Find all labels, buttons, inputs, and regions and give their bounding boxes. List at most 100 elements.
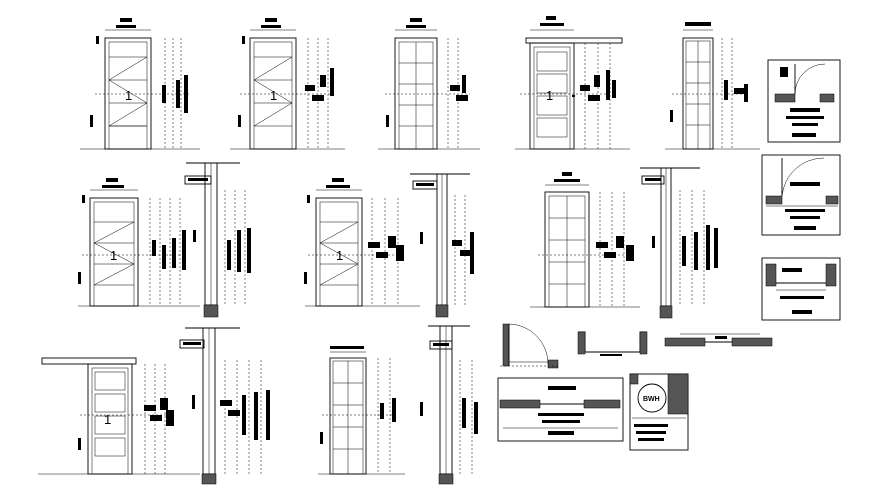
dimension-tag xyxy=(172,238,176,268)
dimension-tag xyxy=(78,438,81,450)
dimension-tag xyxy=(785,209,825,212)
dimension-tag xyxy=(596,242,608,248)
dimension-tag xyxy=(786,116,824,119)
dimension-tag xyxy=(188,178,208,181)
dimension-tag xyxy=(638,438,664,441)
door-elevation-11: 1 xyxy=(38,357,200,475)
door-frame-plan xyxy=(577,331,648,356)
dimension-tag xyxy=(792,123,818,126)
dimension-tag xyxy=(588,95,600,101)
dimension-tag xyxy=(312,95,324,101)
dimension-tag xyxy=(548,386,576,390)
dimension-tag xyxy=(152,240,156,256)
dimension-tag xyxy=(685,22,711,26)
dimension-tag xyxy=(416,183,434,186)
dimension-tag xyxy=(612,80,616,98)
door-number-label: 1 xyxy=(104,412,111,427)
door-number-label: 1 xyxy=(125,88,132,103)
dimension-tag xyxy=(546,16,556,20)
bwh-fixture-circle xyxy=(637,383,667,413)
dimension-tag xyxy=(706,225,710,270)
door-plan-detail-b xyxy=(761,154,841,236)
door-elevation-6: 1 xyxy=(78,178,200,307)
dimension-tag xyxy=(326,185,350,188)
door-elevation-3 xyxy=(378,18,480,150)
dimension-tag xyxy=(554,179,580,182)
dimension-tag xyxy=(150,415,162,421)
door-elevation-8 xyxy=(530,172,640,308)
dimension-tag xyxy=(420,402,423,416)
dimension-tag xyxy=(420,232,423,244)
dimension-tag xyxy=(548,431,574,435)
dimension-tag xyxy=(120,18,132,22)
door-number-label: 1 xyxy=(270,88,277,103)
dimension-tag xyxy=(780,67,788,77)
dimension-tag xyxy=(254,392,258,440)
dimension-tag xyxy=(261,25,281,28)
dimension-tag xyxy=(184,75,188,113)
dimension-tag xyxy=(782,268,802,272)
dimension-tag xyxy=(456,95,468,101)
dimension-tag xyxy=(78,272,81,284)
dimension-tag xyxy=(538,413,584,416)
dimension-tag xyxy=(604,252,616,258)
dimension-tag xyxy=(462,398,466,428)
dimension-tag xyxy=(305,85,315,91)
door-number-label: 1 xyxy=(546,88,553,103)
dimension-tag xyxy=(470,232,474,274)
dimension-tag xyxy=(616,236,624,248)
dimension-tag xyxy=(540,23,564,26)
dimension-tag xyxy=(460,250,470,256)
dimension-tag xyxy=(645,178,661,181)
dimension-tag xyxy=(144,405,156,411)
wall-section-3 xyxy=(640,167,718,319)
dimension-tag xyxy=(406,25,426,28)
door-elevation-2: 1 xyxy=(230,18,345,150)
dimension-tag xyxy=(242,395,246,435)
dimension-tag xyxy=(237,230,241,272)
dimension-tag xyxy=(636,431,666,434)
door-elevation-1: 1 xyxy=(80,18,200,150)
dimension-tag xyxy=(580,85,590,91)
dimension-tag xyxy=(694,232,698,270)
dimension-tag xyxy=(160,398,168,410)
door-elevation-12 xyxy=(318,346,405,475)
door-plan-detail-c xyxy=(761,257,841,321)
dimension-tag xyxy=(794,226,816,230)
dimension-tag xyxy=(238,115,241,127)
dimension-tag xyxy=(116,25,136,28)
dimension-tag xyxy=(162,85,166,103)
dimension-tag xyxy=(247,228,251,273)
dimension-tag xyxy=(176,80,180,108)
dimension-tag xyxy=(626,245,634,261)
door-plan-detail-d xyxy=(497,377,624,442)
dimension-tag xyxy=(96,36,99,44)
dimension-tag xyxy=(304,272,307,284)
dimension-tag xyxy=(452,240,462,246)
dimension-tag xyxy=(724,80,728,100)
dimension-tag xyxy=(792,133,816,137)
dimension-tag xyxy=(462,75,466,93)
dimension-tag xyxy=(594,75,600,87)
dimension-tag xyxy=(220,400,232,406)
dimension-tag xyxy=(368,242,380,248)
door-number-label: 1 xyxy=(336,248,343,263)
dimension-tag xyxy=(265,18,277,22)
door-elevation-4: 1 xyxy=(515,16,630,150)
dimension-tag xyxy=(376,252,388,258)
sliding-door-plan xyxy=(664,333,773,347)
door-elevation-7: 1 xyxy=(304,178,420,307)
dimension-tag xyxy=(634,424,668,427)
wall-section-2 xyxy=(410,173,474,318)
dimension-tag xyxy=(542,420,580,423)
dimension-tag xyxy=(386,115,389,127)
wall-section-1 xyxy=(184,162,251,318)
dimension-tag xyxy=(682,236,686,266)
dimension-tag xyxy=(166,410,174,426)
dimension-tag xyxy=(106,178,118,182)
dimension-tag xyxy=(192,395,195,409)
door-elevation-5 xyxy=(665,22,760,150)
dimension-tag xyxy=(606,70,610,100)
dimension-tag xyxy=(102,185,124,188)
